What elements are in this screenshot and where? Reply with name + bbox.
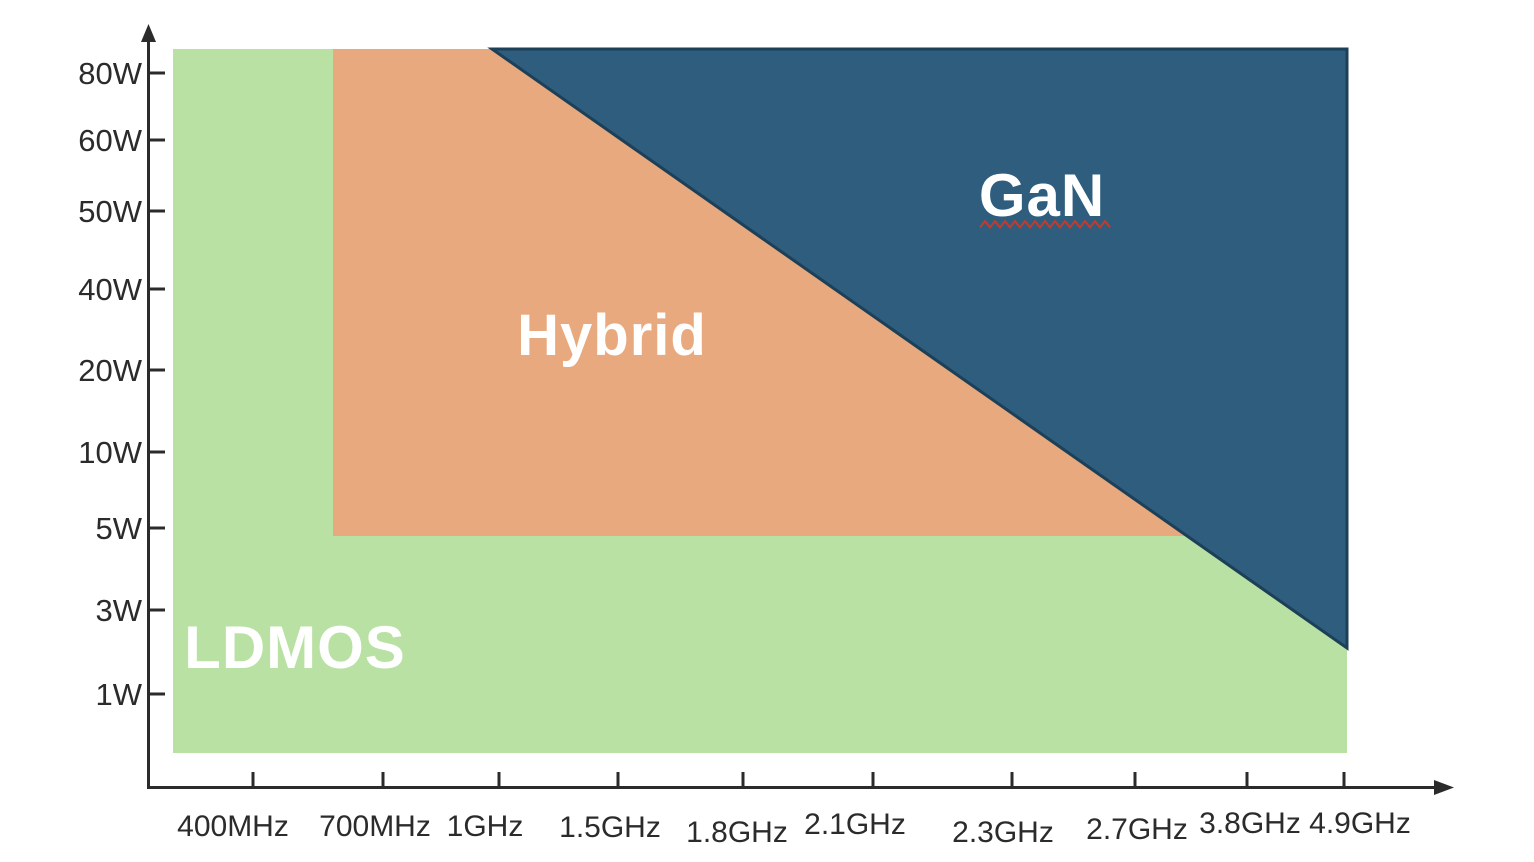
x-tick-label: 1.5GHz <box>559 811 661 844</box>
gan-region <box>487 47 1349 651</box>
y-tick-label: 5W <box>95 511 143 546</box>
y-tick-label: 50W <box>78 194 142 229</box>
x-tick-label: 1GHz <box>446 810 524 843</box>
y-tick-label: 60W <box>78 123 142 158</box>
x-tick-label: 2.3GHz <box>952 816 1054 849</box>
y-tick-label: 3W <box>95 593 143 628</box>
y-tick-label: 20W <box>78 353 142 388</box>
axes <box>141 24 1454 795</box>
x-axis-arrow-icon <box>1434 780 1454 795</box>
y-tick-label: 1W <box>95 677 143 712</box>
tick-marks <box>150 71 1346 786</box>
x-tick-label: 700MHz <box>319 810 431 843</box>
y-tick-label: 10W <box>78 435 142 470</box>
y-tick-label: 80W <box>78 56 142 91</box>
y-axis-arrow-icon <box>141 24 156 42</box>
x-tick-label: 2.7GHz <box>1086 813 1188 846</box>
gan-spellcheck-underline <box>979 219 1111 230</box>
region-label-ldmos: LDMOS <box>184 614 406 681</box>
x-tick-label: 1.8GHz <box>686 816 788 849</box>
x-tick-label: 400MHz <box>177 810 289 843</box>
x-tick-label: 4.9GHz <box>1309 807 1411 840</box>
x-tick-label: 2.1GHz <box>804 808 906 841</box>
y-tick-label: 40W <box>78 272 142 307</box>
region-label-gan: GaN <box>978 162 1106 229</box>
region-label-hybrid: Hybrid <box>517 303 707 368</box>
x-tick-label: 3.8GHz <box>1199 807 1301 840</box>
